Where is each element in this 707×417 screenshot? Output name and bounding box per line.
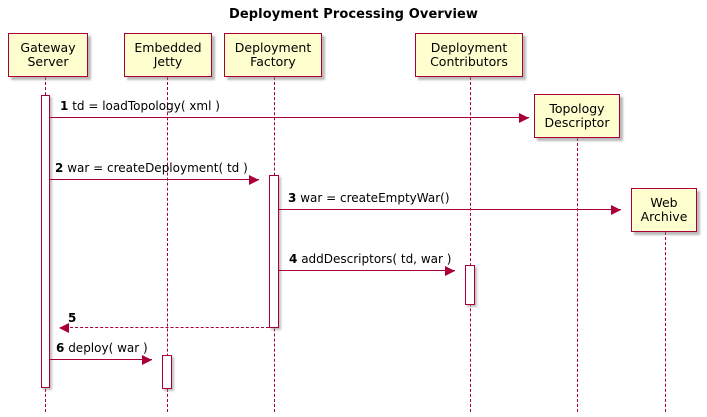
participant-label-line1: Deployment <box>234 39 312 55</box>
participant-label-line1: Deployment <box>430 39 508 55</box>
message-5-arrowhead <box>59 322 69 333</box>
diagram-title: Deployment Processing Overview <box>228 7 479 22</box>
lifeline-deployment-contributors <box>470 77 471 412</box>
message-3-text: war = createEmptyWar() <box>300 191 450 205</box>
participant-label-line1: Web <box>650 194 678 210</box>
message-4-number: 4 <box>289 252 298 266</box>
participant-label-line2: Descriptor <box>544 115 610 130</box>
participant-label-line2: Factory <box>250 54 296 69</box>
message-2-label: 2 war = createDeployment( td ) <box>55 161 248 175</box>
lifeline-embedded-jetty <box>167 77 168 412</box>
message-3-label: 3 war = createEmptyWar() <box>288 191 450 205</box>
message-4-arrowhead <box>445 265 455 276</box>
message-1-line <box>50 117 529 118</box>
participant-label-line2: Jetty <box>153 54 183 69</box>
message-6-text: deploy( war ) <box>68 341 148 355</box>
message-1-arrowhead <box>519 112 529 123</box>
message-6-arrowhead <box>142 354 152 365</box>
activation-gateway-server <box>41 95 50 388</box>
activation-deployment-factory <box>269 175 279 328</box>
lifeline-web-archive <box>665 232 666 412</box>
message-5-label: 5 <box>68 311 76 325</box>
message-5-line <box>60 327 269 328</box>
participant-label-line2: Contributors <box>430 54 508 69</box>
message-3-arrowhead <box>611 204 621 215</box>
participant-label-line1: Gateway <box>20 39 76 55</box>
message-3-line <box>279 209 621 210</box>
message-2-arrowhead <box>249 174 259 185</box>
participant-label-line1: Embedded <box>134 39 202 55</box>
message-4-line <box>279 270 455 271</box>
participant-label-line2: Server <box>27 54 69 69</box>
message-1-text: td = loadTopology( xml ) <box>72 99 220 113</box>
participant-label-line2: Archive <box>640 209 688 224</box>
message-2-line <box>50 179 259 180</box>
activation-embedded-jetty <box>162 355 172 389</box>
message-1-number: 1 <box>60 99 69 113</box>
message-4-label: 4 addDescriptors( td, war ) <box>289 252 451 266</box>
message-5-number: 5 <box>68 311 77 325</box>
message-2-text: war = createDeployment( td ) <box>67 161 248 175</box>
lifeline-topology-descriptor <box>577 138 578 412</box>
message-2-number: 2 <box>55 161 64 175</box>
message-6-label: 6 deploy( war ) <box>56 341 148 355</box>
message-3-number: 3 <box>288 191 297 205</box>
message-6-number: 6 <box>56 341 65 355</box>
message-4-text: addDescriptors( td, war ) <box>301 252 452 266</box>
participant-label-line1: Topology <box>549 100 605 116</box>
activation-deployment-contributors <box>465 265 475 305</box>
message-1-label: 1 td = loadTopology( xml ) <box>60 99 220 113</box>
message-6-line <box>50 359 152 360</box>
